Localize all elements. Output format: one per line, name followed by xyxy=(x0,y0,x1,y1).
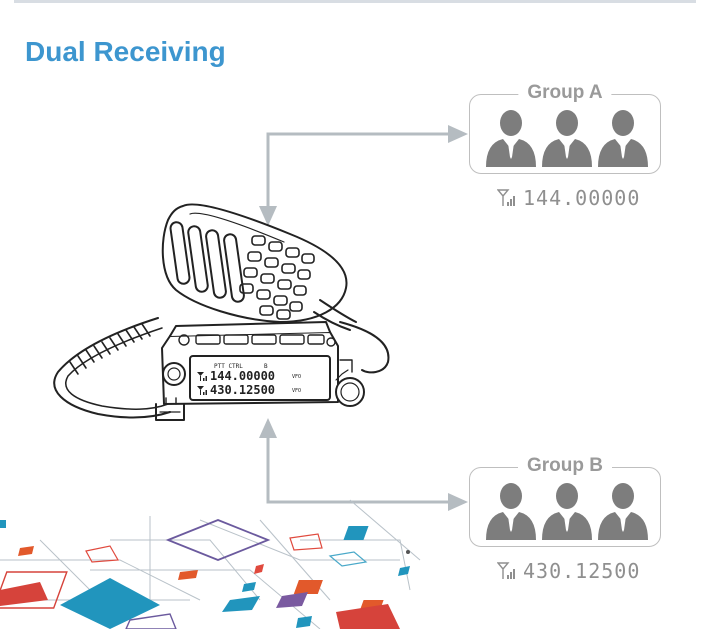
top-divider xyxy=(14,0,696,3)
microphone-icon xyxy=(161,203,357,331)
person-icon xyxy=(542,110,592,167)
lcd-line-2: 430.12500 xyxy=(210,383,275,397)
group-a-people xyxy=(486,110,648,167)
arrow-icon xyxy=(448,493,468,511)
arrow-icon xyxy=(259,418,277,438)
arrow-icon xyxy=(448,125,468,143)
group-b-frequency-value: 430.12500 xyxy=(523,559,641,583)
lcd-indicators: PTT CTRL xyxy=(214,363,243,370)
group-a-box: Group A xyxy=(469,82,661,174)
signal-icon xyxy=(497,189,515,206)
group-b-people xyxy=(486,483,648,540)
lcd-line-1: 144.00000 xyxy=(210,369,275,383)
group-a-frequency: 144.00000 xyxy=(497,186,640,210)
lcd-mode-2: VFO xyxy=(292,388,301,394)
arrow-icon xyxy=(259,206,277,226)
lcd-mode-1: VFO xyxy=(292,374,301,380)
person-icon xyxy=(486,110,536,167)
lcd-band-mark: B xyxy=(264,363,268,370)
group-b-label: Group B xyxy=(518,455,612,477)
signal-icon xyxy=(197,372,207,395)
group-a-frequency-value: 144.00000 xyxy=(523,186,641,210)
group-b-frequency: 430.12500 xyxy=(497,559,640,583)
group-a-label: Group A xyxy=(518,82,612,104)
person-icon xyxy=(486,483,536,540)
diamond-shape xyxy=(165,519,271,561)
person-icon xyxy=(542,483,592,540)
page-title: Dual Receiving xyxy=(25,36,226,67)
signal-icon xyxy=(497,562,515,579)
group-b-box: Group B xyxy=(469,455,661,547)
person-icon xyxy=(598,110,648,167)
person-icon xyxy=(598,483,648,540)
